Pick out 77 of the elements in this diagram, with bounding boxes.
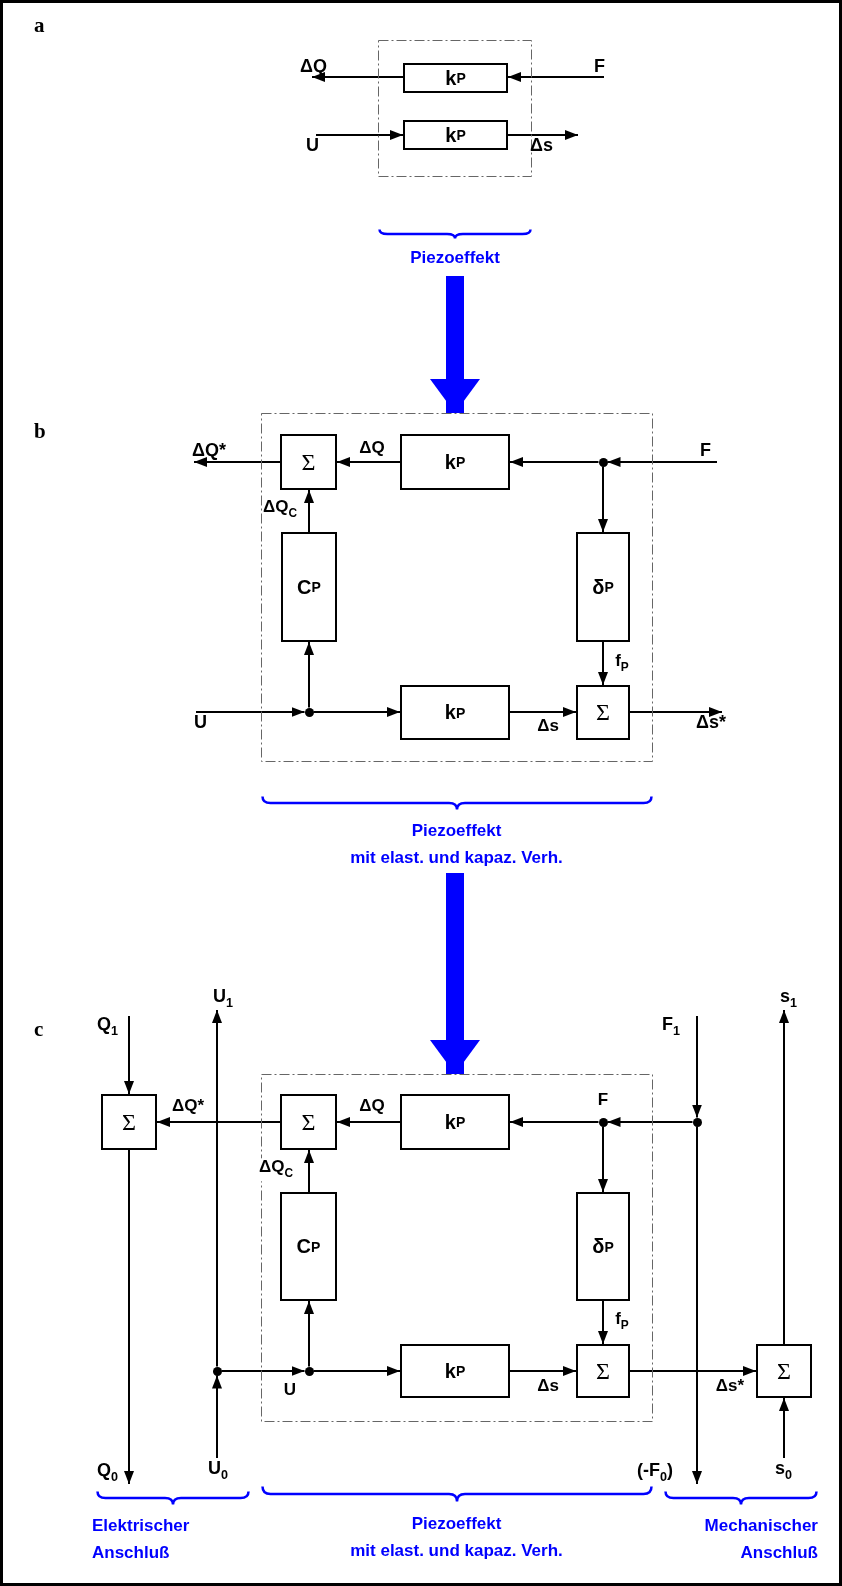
panel-letter: c	[34, 1018, 44, 1040]
group-label: Elektrischer Anschluß	[92, 1515, 190, 1564]
group-label: Piezoeffekt mit elast. und kapaz. Verh.	[349, 1513, 564, 1562]
signal-label: U$_{0}$	[208, 1458, 240, 1482]
arrow	[156, 1117, 281, 1127]
arrow	[304, 1149, 314, 1193]
arrow	[507, 72, 605, 82]
arrow	[193, 457, 281, 467]
arrow	[779, 1397, 789, 1459]
panel-letter: a	[34, 14, 45, 36]
arrow	[692, 1125, 702, 1485]
edge-label: ΔQ$_{C}$	[258, 1158, 294, 1182]
arrow	[124, 1015, 134, 1095]
arrow	[598, 1300, 608, 1345]
summing-block: Σ	[101, 1094, 157, 1150]
branch-point	[598, 457, 608, 467]
arrow	[692, 1015, 702, 1119]
signal-label: (-F$_{0}$)	[637, 1460, 697, 1484]
arrow	[629, 707, 723, 717]
edge-label: ΔQ	[358, 1097, 386, 1115]
group-label: Mechanischer Anschluß	[703, 1515, 818, 1564]
arrow	[598, 465, 608, 533]
block-arrow	[430, 276, 480, 413]
block-arrow	[430, 873, 480, 1074]
branch-point	[212, 1366, 222, 1376]
signal-label: Δs*	[684, 712, 726, 734]
arrow	[629, 1366, 757, 1376]
signal-label: U	[306, 135, 328, 156]
arrow	[336, 457, 401, 467]
arrow	[509, 457, 600, 467]
summing-block: Σ	[756, 1344, 812, 1398]
signal-label: F	[594, 56, 616, 77]
signal-label: s$_{1}$	[780, 986, 812, 1010]
branch-point	[304, 707, 314, 717]
arrow	[304, 641, 314, 709]
arrow	[311, 72, 404, 82]
edge-label: ΔQ	[358, 439, 386, 457]
summing-block: Σ	[576, 685, 630, 740]
branch-point	[692, 1117, 702, 1127]
arrow	[220, 1366, 306, 1376]
branch-point	[304, 1366, 314, 1376]
arrow	[509, 1366, 577, 1376]
arrow	[598, 641, 608, 686]
arrow	[779, 1009, 789, 1345]
signal-label: F$_{1}$	[662, 1014, 697, 1038]
signal-label: ΔQ*	[192, 440, 238, 462]
arrow	[312, 707, 401, 717]
arrow	[606, 1117, 694, 1127]
edge-label: ΔQ*	[170, 1097, 206, 1115]
arrow	[312, 1366, 401, 1376]
summing-block: Σ	[576, 1344, 630, 1398]
arrow	[315, 130, 404, 140]
signal-label: F	[700, 440, 722, 462]
signal-label: s$_{0}$	[775, 1458, 807, 1482]
arrow	[212, 1374, 222, 1459]
panel-letter: b	[34, 420, 46, 442]
arrow	[304, 1300, 314, 1368]
branch-point	[598, 1117, 608, 1127]
signal-label: Q$_{0}$	[97, 1460, 129, 1484]
arrow	[124, 1149, 134, 1485]
group-label: Piezoeffekt mit elast. und kapaz. Verh.	[349, 820, 564, 869]
arrow	[336, 1117, 401, 1127]
arrow	[606, 457, 718, 467]
signal-label: U	[194, 712, 216, 734]
signal-label: Δs	[530, 135, 580, 156]
signal-label: U$_{1}$	[213, 986, 245, 1010]
summing-block: Σ	[280, 1094, 337, 1150]
group-label: Piezoeffekt	[409, 247, 501, 269]
arrow	[304, 489, 314, 533]
arrow	[509, 1117, 600, 1127]
summing-block: Σ	[280, 434, 337, 490]
arrow	[509, 707, 577, 717]
arrow	[195, 707, 306, 717]
signal-label: Q$_{1}$	[97, 1014, 129, 1038]
arrow	[507, 130, 579, 140]
arrow	[212, 1009, 222, 1368]
arrow	[598, 1125, 608, 1193]
